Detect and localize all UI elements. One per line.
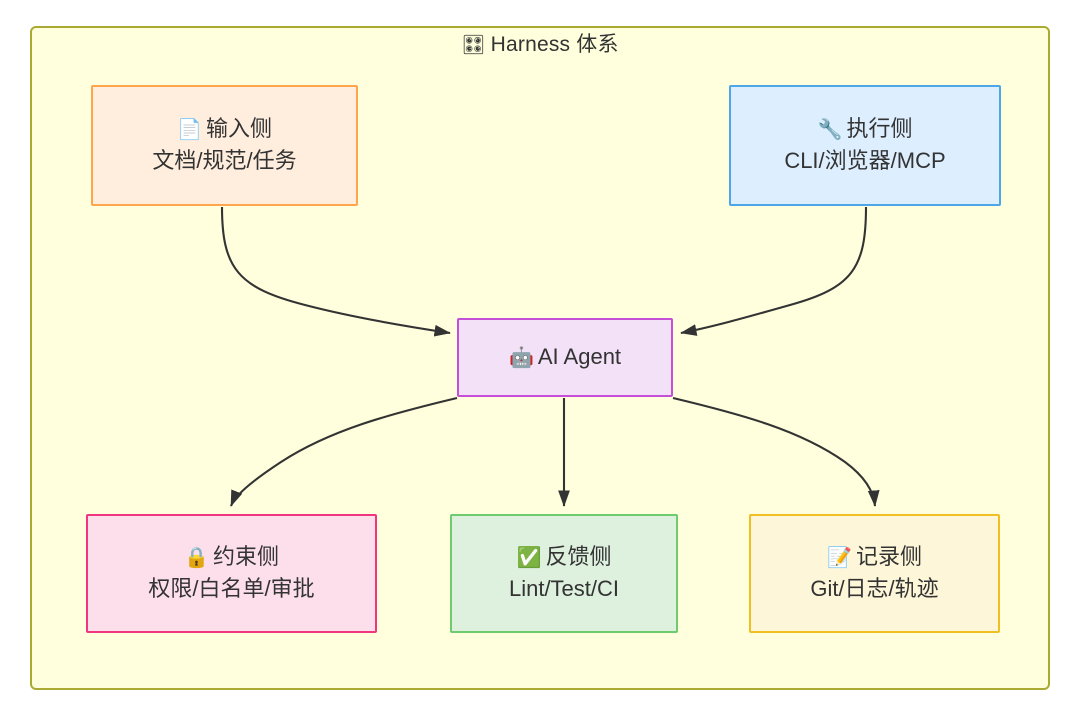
node-input-subtitle: 文档/规范/任务 xyxy=(152,148,297,173)
node-record-side[interactable]: 📝记录侧 Git/日志/轨迹 xyxy=(749,514,1000,633)
node-constraint-side[interactable]: 🔒约束侧 权限/白名单/审批 xyxy=(86,514,377,633)
node-agent-title: 🤖AI Agent xyxy=(509,342,621,373)
node-input-title: 📄输入侧 xyxy=(177,114,272,145)
node-feedback-label: 反馈侧 xyxy=(545,544,612,569)
node-feedback-subtitle: Lint/Test/CI xyxy=(508,576,620,601)
wrench-icon: 🔧 xyxy=(817,119,843,141)
node-constraint-label: 约束侧 xyxy=(212,544,279,569)
node-input-label: 输入侧 xyxy=(205,116,272,141)
node-agent-label: AI Agent xyxy=(537,344,622,369)
memo-icon: 📝 xyxy=(827,547,852,569)
diagram-title: 🎛Harness 体系 xyxy=(30,30,1050,61)
node-feedback-title: ✅反馈侧 xyxy=(517,542,612,573)
node-record-title: 📝记录侧 xyxy=(827,542,922,573)
node-constraint-title: 🔒约束侧 xyxy=(184,542,279,573)
node-constraint-subtitle: 权限/白名单/审批 xyxy=(148,576,315,601)
node-execution-side[interactable]: 🔧执行侧 CLI/浏览器/MCP xyxy=(729,85,1001,206)
check-mark-button-icon: ✅ xyxy=(516,547,542,569)
node-exec-subtitle: CLI/浏览器/MCP xyxy=(784,148,946,173)
page-facing-up-icon: 📄 xyxy=(177,119,202,141)
node-feedback-side[interactable]: ✅反馈侧 Lint/Test/CI xyxy=(450,514,678,633)
control-knobs-icon: 🎛 xyxy=(461,35,486,56)
diagram-title-text: Harness 体系 xyxy=(490,33,619,56)
node-record-subtitle: Git/日志/轨迹 xyxy=(810,576,939,601)
node-exec-label: 执行侧 xyxy=(846,116,913,141)
node-record-label: 记录侧 xyxy=(855,544,922,569)
node-exec-title: 🔧执行侧 xyxy=(818,114,913,145)
lock-icon: 🔒 xyxy=(184,547,209,569)
node-input-side[interactable]: 📄输入侧 文档/规范/任务 xyxy=(91,85,358,206)
node-ai-agent[interactable]: 🤖AI Agent xyxy=(457,318,673,397)
robot-icon: 🤖 xyxy=(508,347,534,369)
